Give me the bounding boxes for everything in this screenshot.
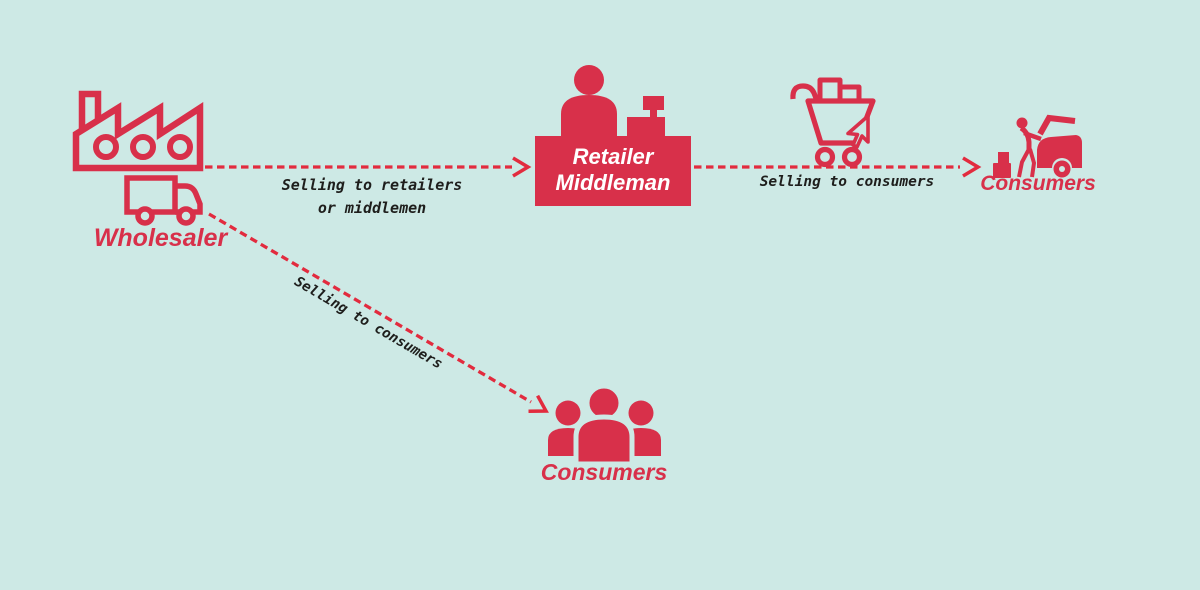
arrow-wholesaler-to-consumers	[208, 212, 549, 413]
wholesaler-label: Wholesaler	[93, 224, 228, 252]
retailer-middleman-box: Retailer Middleman	[535, 136, 691, 206]
factory-icon	[72, 90, 204, 172]
retailer-box-line2: Middleman	[555, 170, 671, 195]
consumers-right-label: Consumers	[980, 172, 1096, 195]
edge-label-line1: Selling to retailers	[281, 176, 463, 194]
cash-register-icon	[627, 96, 665, 137]
shopping-cart-icon	[790, 77, 876, 168]
edge-label-selling-to-retailers: Selling to retailers or middlemen	[260, 174, 484, 220]
retailer-box-line1: Retailer	[572, 144, 654, 169]
cursor-arrow-icon	[846, 114, 870, 149]
arrow-wholesaler-to-retailer	[205, 156, 532, 178]
arrow-retailer-to-consumers	[694, 156, 982, 178]
car-trunk-loading-icon	[993, 114, 1082, 178]
cashier-person-icon	[561, 65, 617, 137]
truck-icon	[124, 175, 203, 226]
consumers-bottom-label: Consumers	[540, 459, 668, 485]
edge-label-line2: or middlemen	[317, 199, 427, 217]
edge-label-selling-to-consumers-right: Selling to consumers	[759, 174, 935, 190]
people-group-icon	[548, 383, 661, 467]
